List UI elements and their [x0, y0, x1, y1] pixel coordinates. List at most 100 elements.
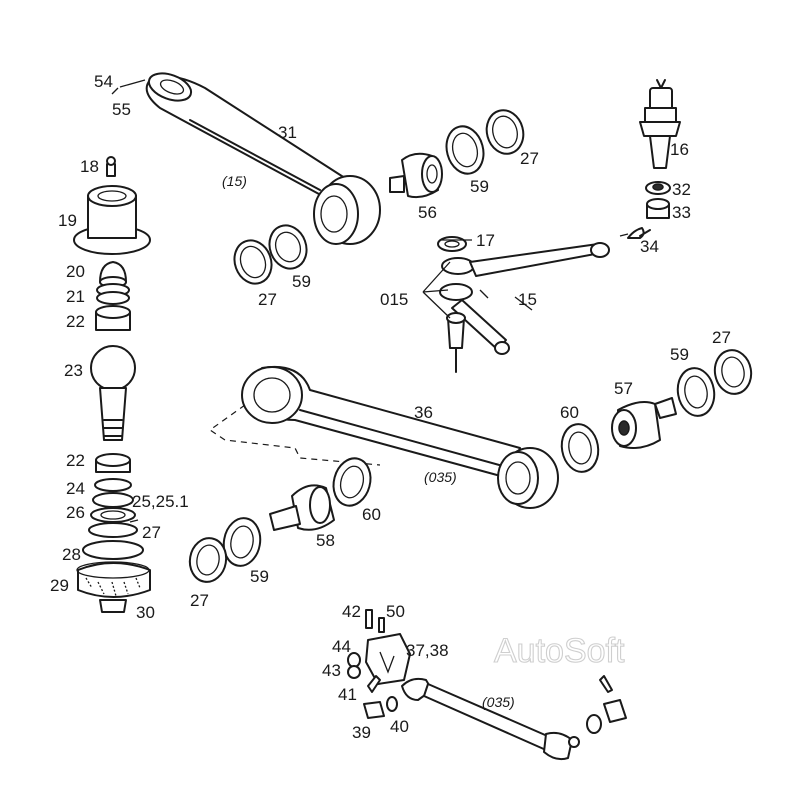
label-40: 40	[390, 717, 409, 736]
label-60-left: 60	[362, 505, 381, 524]
leader-lines	[111, 79, 629, 523]
label-28: 28	[62, 545, 81, 564]
label-41: 41	[338, 685, 357, 704]
label-39: 39	[352, 723, 371, 742]
kingpin-16	[639, 79, 681, 169]
washer-59-upper	[445, 125, 485, 175]
label-27-upper: 27	[520, 149, 539, 168]
label-50: 50	[386, 602, 405, 621]
label-31: 31	[278, 123, 297, 142]
upper-link-arm-31	[145, 72, 381, 245]
label-54: 54	[94, 72, 113, 91]
nut-32	[645, 181, 671, 195]
boot-29	[76, 561, 151, 598]
label-19: 19	[58, 211, 77, 230]
cotter-pin-34	[627, 227, 651, 239]
cap-20	[99, 261, 127, 288]
label-59-right: 59	[670, 345, 689, 364]
label-23: 23	[64, 361, 83, 380]
nut-39	[363, 701, 385, 719]
label-22-lower: 22	[66, 451, 85, 470]
label-16: 16	[670, 140, 689, 159]
label-37-38: 37,38	[406, 641, 449, 660]
cotter-pin-right	[599, 675, 613, 693]
label-58: 58	[316, 531, 335, 550]
lower-link-arm-36	[241, 366, 559, 509]
label-035-lower: (035)	[482, 694, 515, 710]
part-labels: 54 55 31 (15) 18 19 20 21 22 23 22 24 25…	[50, 72, 731, 742]
washer-59-lower-right	[676, 367, 716, 417]
ring-28	[82, 540, 144, 560]
label-27-upper-left: 27	[258, 290, 277, 309]
label-42: 42	[342, 602, 361, 621]
label-43: 43	[322, 661, 341, 680]
pin-42	[365, 609, 373, 629]
nut-43	[347, 665, 361, 679]
washer-60-lower-left	[332, 457, 372, 507]
label-33: 33	[672, 203, 691, 222]
label-57: 57	[614, 379, 633, 398]
ring-27-lower-left	[188, 537, 228, 583]
label-18: 18	[80, 157, 99, 176]
pin-50	[378, 617, 385, 633]
ring-27-lower-right	[713, 349, 753, 395]
label-59-left: 59	[250, 567, 269, 586]
ring-27-upper	[485, 109, 525, 155]
castle-nut-right	[603, 699, 627, 723]
seat-22-lower	[95, 453, 131, 473]
ball-pin-23	[90, 345, 136, 441]
knuckle-arm-15	[437, 236, 610, 373]
label-27-left-lower: 27	[190, 591, 209, 610]
label-27-right: 27	[712, 328, 731, 347]
label-20: 20	[66, 262, 85, 281]
housing-19	[73, 185, 151, 255]
label-60-right: 60	[560, 403, 579, 422]
bolt-41	[367, 675, 381, 693]
ring-27-upper-left	[233, 239, 273, 285]
autosoft-watermark: AutoSoft	[494, 632, 625, 670]
spring-21	[96, 283, 130, 305]
label-34: 34	[640, 237, 659, 256]
bushing-58	[269, 484, 335, 531]
label-27-left: 27	[142, 523, 161, 542]
ring-24	[94, 478, 132, 492]
washer-right	[586, 714, 602, 734]
hidden-outline-035	[208, 404, 381, 466]
bracket-37-38	[365, 633, 411, 685]
bushing-56	[389, 152, 443, 199]
label-015: 015	[380, 290, 408, 309]
label-22-upper: 22	[66, 312, 85, 331]
label-26: 26	[66, 503, 85, 522]
label-56: 56	[418, 203, 437, 222]
seat-22-upper	[95, 305, 131, 331]
bushing-57	[611, 397, 677, 449]
clip-27-left	[88, 522, 138, 538]
label-29: 29	[50, 576, 69, 595]
label-44: 44	[332, 637, 351, 656]
label-59-upper-left: 59	[292, 272, 311, 291]
label-15: 15	[518, 290, 537, 309]
label-59-upper: 59	[470, 177, 489, 196]
tie-rod-035	[401, 677, 580, 761]
castle-nut-33	[646, 198, 670, 219]
washer-59-upper-left	[268, 224, 308, 270]
label-21: 21	[66, 287, 85, 306]
plug-30	[99, 599, 127, 613]
label-30: 30	[136, 603, 155, 622]
label-035-upper: (035)	[424, 469, 457, 485]
label-17: 17	[476, 231, 495, 250]
label-36: 36	[414, 403, 433, 422]
label-32: 32	[672, 180, 691, 199]
label-15-paren: (15)	[222, 173, 247, 189]
washer-59-lower-left	[222, 517, 262, 567]
washer-60-lower-right	[560, 423, 600, 473]
label-24: 24	[66, 479, 85, 498]
label-25-25-1: 25,25.1	[132, 492, 189, 511]
ring-26	[90, 507, 136, 523]
ring-25	[92, 492, 134, 508]
label-55: 55	[112, 100, 131, 119]
washer-40	[386, 696, 398, 712]
grease-nipple-18	[106, 156, 116, 177]
